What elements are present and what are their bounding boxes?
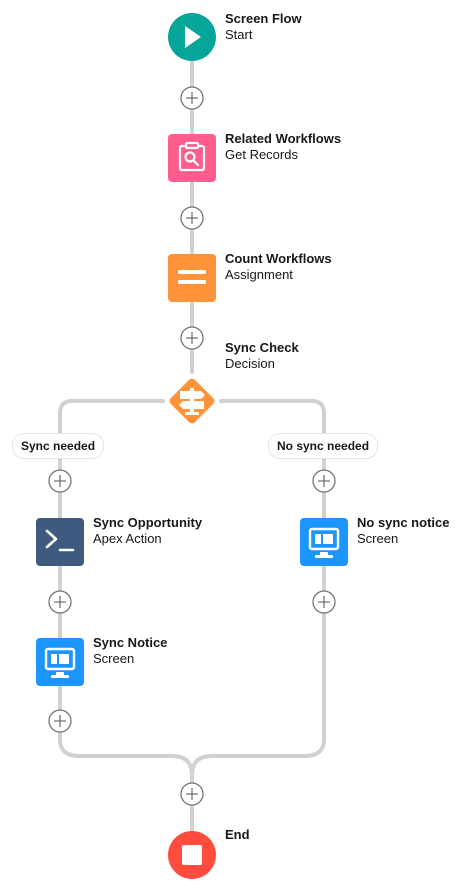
- apex-action-label[interactable]: Sync Opportunity Apex Action: [93, 515, 202, 547]
- signpost-icon: [179, 388, 205, 415]
- add-element-button[interactable]: [48, 469, 72, 493]
- add-element-button[interactable]: [48, 590, 72, 614]
- branch-label-no-sync-needed[interactable]: No sync needed: [268, 433, 379, 459]
- clipboard-search-icon: [178, 141, 206, 172]
- end-title: End: [225, 827, 250, 842]
- screen-icon: [44, 647, 76, 678]
- end-node-label[interactable]: End: [225, 827, 250, 843]
- get-records-title: Related Workflows: [225, 131, 342, 146]
- equals-icon: [178, 270, 206, 284]
- terminal-icon: [45, 529, 75, 552]
- play-icon: [185, 26, 201, 48]
- get-records-subtitle: Get Records: [225, 147, 298, 162]
- start-title: Screen Flow: [225, 11, 302, 26]
- assignment-subtitle: Assignment: [225, 267, 293, 282]
- add-element-button[interactable]: [180, 782, 204, 806]
- add-element-button[interactable]: [312, 469, 336, 493]
- screen-left-subtitle: Screen: [93, 651, 135, 666]
- start-node[interactable]: [168, 13, 216, 61]
- get-records-label[interactable]: Related Workflows Get Records: [225, 131, 341, 163]
- add-element-button[interactable]: [48, 709, 72, 733]
- assignment-label[interactable]: Count Workflows Assignment: [225, 251, 332, 283]
- apex-action-subtitle: Apex Action: [93, 531, 162, 546]
- get-records-node[interactable]: [168, 134, 216, 182]
- screen-right-subtitle: Screen: [357, 531, 399, 546]
- apex-action-title: Sync Opportunity: [93, 515, 203, 530]
- assignment-node[interactable]: [168, 254, 216, 302]
- decision-title: Sync Check: [225, 340, 299, 355]
- assignment-title: Count Workflows: [225, 251, 332, 266]
- screen-left-title: Sync Notice: [93, 635, 168, 650]
- add-element-button[interactable]: [180, 86, 204, 110]
- add-element-button[interactable]: [180, 326, 204, 350]
- add-buttons: [48, 86, 336, 806]
- add-element-button[interactable]: [312, 590, 336, 614]
- screen-right-title: No sync notice: [357, 515, 450, 530]
- apex-action-node[interactable]: [36, 518, 84, 566]
- stop-icon: [182, 845, 202, 865]
- branch-label-sync-needed[interactable]: Sync needed: [12, 433, 105, 459]
- start-subtitle: Start: [225, 27, 253, 42]
- add-element-button[interactable]: [180, 206, 204, 230]
- decision-label[interactable]: Sync Check Decision: [225, 340, 299, 372]
- screen-left-node[interactable]: [36, 638, 84, 686]
- screen-left-label[interactable]: Sync Notice Screen: [93, 635, 167, 667]
- decision-node[interactable]: [168, 377, 216, 425]
- screen-right-node[interactable]: [300, 518, 348, 566]
- end-node[interactable]: [168, 831, 216, 879]
- decision-subtitle: Decision: [225, 356, 275, 371]
- start-node-label[interactable]: Screen Flow Start: [225, 11, 302, 43]
- screen-icon: [308, 527, 340, 558]
- screen-right-label[interactable]: No sync notice Screen: [357, 515, 449, 547]
